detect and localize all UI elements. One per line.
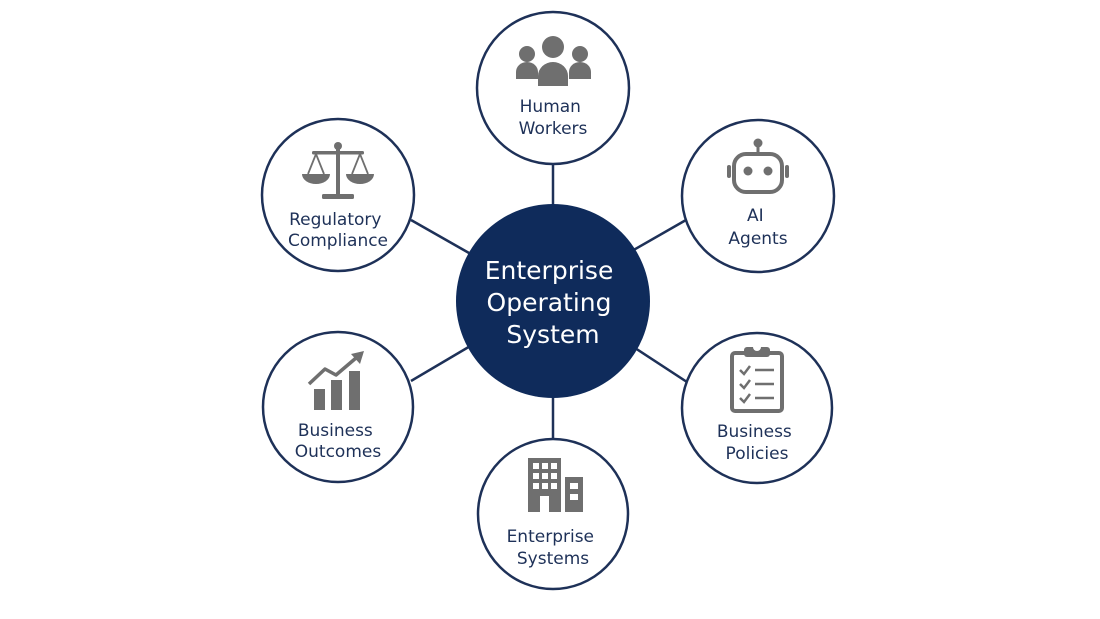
node-label-line: Outcomes bbox=[295, 442, 382, 462]
building-icon bbox=[528, 458, 583, 512]
node-regulatory-compliance: Regulatory Compliance bbox=[260, 117, 416, 273]
node-label-line: Compliance bbox=[288, 231, 388, 251]
node-label-line: Enterprise bbox=[507, 527, 594, 547]
clipboard-checklist-icon bbox=[730, 343, 784, 413]
node-label-line: AI bbox=[747, 206, 764, 226]
node-label-line: Business bbox=[298, 421, 373, 441]
connector-business-policies bbox=[631, 344, 688, 384]
connector-ai-agents bbox=[629, 218, 687, 254]
robot-icon bbox=[727, 138, 789, 194]
node-label-line: Policies bbox=[726, 444, 789, 464]
node-enterprise-systems: Enterprise Systems bbox=[476, 437, 630, 591]
node-label: Business Outcomes bbox=[295, 421, 382, 462]
hub-label-line: Enterprise bbox=[485, 256, 614, 285]
node-label-line: Workers bbox=[519, 119, 588, 139]
node-label-line: Systems bbox=[517, 549, 589, 569]
node-label: Human Workers bbox=[519, 97, 588, 139]
connectors bbox=[410, 165, 688, 445]
node-label: Business Policies bbox=[717, 422, 797, 464]
hub-node: Enterprise Operating System bbox=[456, 204, 650, 398]
node-ai-agents: AI Agents bbox=[680, 118, 836, 274]
node-label: AI Agents bbox=[728, 206, 787, 249]
node-circle bbox=[680, 118, 836, 274]
node-label-line: Business bbox=[717, 422, 792, 442]
node-business-outcomes: Business Outcomes bbox=[261, 330, 415, 484]
node-business-policies: Business Policies bbox=[680, 331, 834, 485]
connector-regulatory-compliance bbox=[410, 218, 470, 255]
node-label-line: Regulatory bbox=[289, 210, 381, 230]
connector-business-outcomes bbox=[410, 343, 473, 383]
node-label: Enterprise Systems bbox=[507, 527, 600, 569]
node-circle bbox=[680, 331, 834, 485]
hub-label-line: System bbox=[506, 320, 599, 349]
hub-label: Enterprise Operating System bbox=[485, 256, 622, 349]
hub-circle bbox=[456, 204, 650, 398]
node-label-line: Agents bbox=[728, 229, 787, 249]
growth-chart-icon bbox=[307, 351, 364, 410]
node-label: Regulatory Compliance bbox=[288, 210, 388, 251]
hub-label-line: Operating bbox=[487, 288, 612, 317]
node-circle bbox=[476, 437, 630, 591]
node-circle bbox=[475, 10, 631, 166]
people-group-icon bbox=[516, 36, 591, 86]
node-human-workers: Human Workers bbox=[475, 10, 631, 166]
balance-scale-icon bbox=[302, 142, 374, 199]
node-label-line: Human bbox=[520, 97, 581, 117]
